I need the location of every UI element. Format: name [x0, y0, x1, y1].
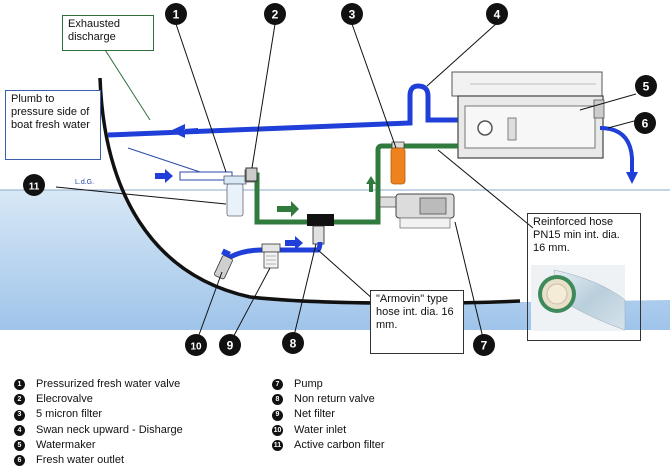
legend-text: Elecrovalve — [36, 393, 93, 406]
armovin-text: "Armovin" type hose int. dia. 16 mm. — [376, 293, 454, 331]
marker-4: 4 — [486, 3, 508, 25]
flow-arrow-green-right-icon — [277, 201, 299, 217]
discharge-pipe — [107, 83, 460, 138]
inlet-arrow-icon — [285, 236, 303, 250]
legend-number: 8 — [272, 394, 283, 406]
micron-filter-icon — [390, 141, 406, 185]
marker-7: 7 — [473, 334, 495, 356]
legend-text: Pump — [294, 378, 323, 390]
marker-circle — [165, 3, 187, 25]
legend-item-8: 8 Non return valve — [272, 392, 384, 407]
legend-number: 3 — [14, 409, 25, 421]
legend-text: 5 micron filter — [36, 408, 103, 421]
legend-number: 10 — [272, 424, 283, 436]
legend-text: Water inlet — [294, 423, 347, 436]
legend-item-3: 3 5 micron filter — [14, 407, 183, 422]
number-markers: 1 2 3 4 5 6 7 8 9 10 11 — [23, 3, 657, 356]
exhausted-discharge-label: Exhausted discharge — [62, 15, 154, 51]
legend-number: 1 — [14, 379, 25, 391]
marker-number: 7 — [481, 339, 488, 353]
marker-circle — [634, 112, 656, 134]
marker-circle — [23, 174, 45, 196]
legend-text: Non return valve — [294, 393, 375, 406]
marker-number: 5 — [643, 80, 650, 94]
legend-item-11: 11 Active carbon filter — [272, 438, 384, 453]
legend-item-5: 5 Watermaker — [14, 438, 183, 453]
marker-circle — [635, 75, 657, 97]
legend-item-2: 2 Elecrovalve — [14, 392, 183, 407]
legend-item-7: 7 Pump — [272, 377, 384, 392]
legend-item-1: 1 Pressurized fresh water valve — [14, 377, 183, 392]
legend-number: 6 — [14, 455, 25, 467]
legend-number: 2 — [14, 394, 25, 406]
legend-column-1: 1 Pressurized fresh water valve 2 Elecroval… — [14, 377, 183, 468]
net-filter-icon — [261, 243, 281, 269]
marker-number: 10 — [190, 342, 202, 353]
legend-item-4: 4 Swan neck upward - Disharge — [14, 423, 183, 438]
legend-text: Pressurized fresh water valve — [36, 378, 181, 390]
legend-item-6: 6 Fresh water outlet — [14, 453, 183, 468]
fresh-water-outlet-pipe — [599, 126, 634, 168]
legend-text: Fresh water outlet — [36, 454, 125, 467]
marker-11: 11 — [23, 174, 45, 196]
legend-number: 9 — [272, 409, 283, 421]
plumb-arrow-icon — [155, 169, 173, 183]
marker-circle — [282, 332, 304, 354]
marker-circle — [185, 334, 207, 356]
marker-1: 1 — [165, 3, 187, 25]
water-inlet-fitting-icon — [214, 248, 233, 280]
waterline-label: L.d.G. — [75, 179, 95, 186]
legend-text: Swan neck upward - Disharge — [36, 423, 183, 436]
pump-icon — [379, 193, 455, 229]
marker-number: 11 — [29, 182, 40, 193]
legend-text: Watermaker — [36, 438, 96, 451]
marker-10: 10 — [185, 334, 207, 356]
marker-circle — [473, 334, 495, 356]
legend-item-9: 9 Net filter — [272, 407, 384, 422]
outlet-arrow-icon — [626, 164, 638, 184]
marker-circle — [341, 3, 363, 25]
marker-2: 2 — [264, 3, 286, 25]
legend-number: 7 — [272, 379, 283, 391]
legend-text: Net filter — [294, 408, 335, 421]
marker-6: 6 — [634, 112, 656, 134]
reinforced-hose-text: Reinforced hose PN15 min int. dia. 16 mm… — [533, 216, 625, 255]
marker-circle — [219, 334, 241, 356]
legend-number: 4 — [14, 424, 25, 436]
legend-number: 11 — [272, 439, 283, 451]
plumb-text: Plumb to pressure side of boat fresh wat… — [11, 93, 90, 131]
marker-8: 8 — [282, 332, 304, 354]
armovin-label: "Armovin" type hose int. dia. 16 mm. — [370, 290, 464, 354]
marker-number: 3 — [349, 8, 356, 22]
leader-lines — [55, 22, 639, 344]
marker-number: 4 — [494, 8, 501, 22]
marker-3: 3 — [341, 3, 363, 25]
marker-number: 9 — [227, 339, 234, 353]
marker-number: 2 — [272, 8, 279, 22]
legend-column-2: 7 Pump 8 Non return valve 9 Net filter 10 Water… — [272, 377, 384, 453]
watermaker-unit — [451, 71, 605, 159]
exhausted-discharge-text: Exhausted discharge — [68, 18, 120, 43]
electrovalve-icon — [245, 167, 258, 182]
legend-number: 5 — [14, 439, 25, 451]
marker-circle — [486, 3, 508, 25]
legend-item-10: 10 Water inlet — [272, 423, 384, 438]
reinforced-hose-photo — [531, 265, 626, 331]
legend-text: Active carbon filter — [294, 438, 385, 451]
marker-number: 6 — [642, 117, 649, 131]
flow-arrow-icon — [170, 124, 198, 138]
marker-9: 9 — [219, 334, 241, 356]
flow-arrow-green-up-icon — [366, 176, 376, 192]
reinforced-hose-box: Reinforced hose PN15 min int. dia. 16 mm… — [527, 213, 641, 341]
marker-number: 1 — [173, 8, 180, 22]
marker-circle — [264, 3, 286, 25]
water-inlet-pipe — [223, 241, 323, 263]
marker-5: 5 — [635, 75, 657, 97]
plumb-label: Plumb to pressure side of boat fresh wat… — [5, 90, 101, 160]
marker-number: 8 — [290, 337, 297, 351]
